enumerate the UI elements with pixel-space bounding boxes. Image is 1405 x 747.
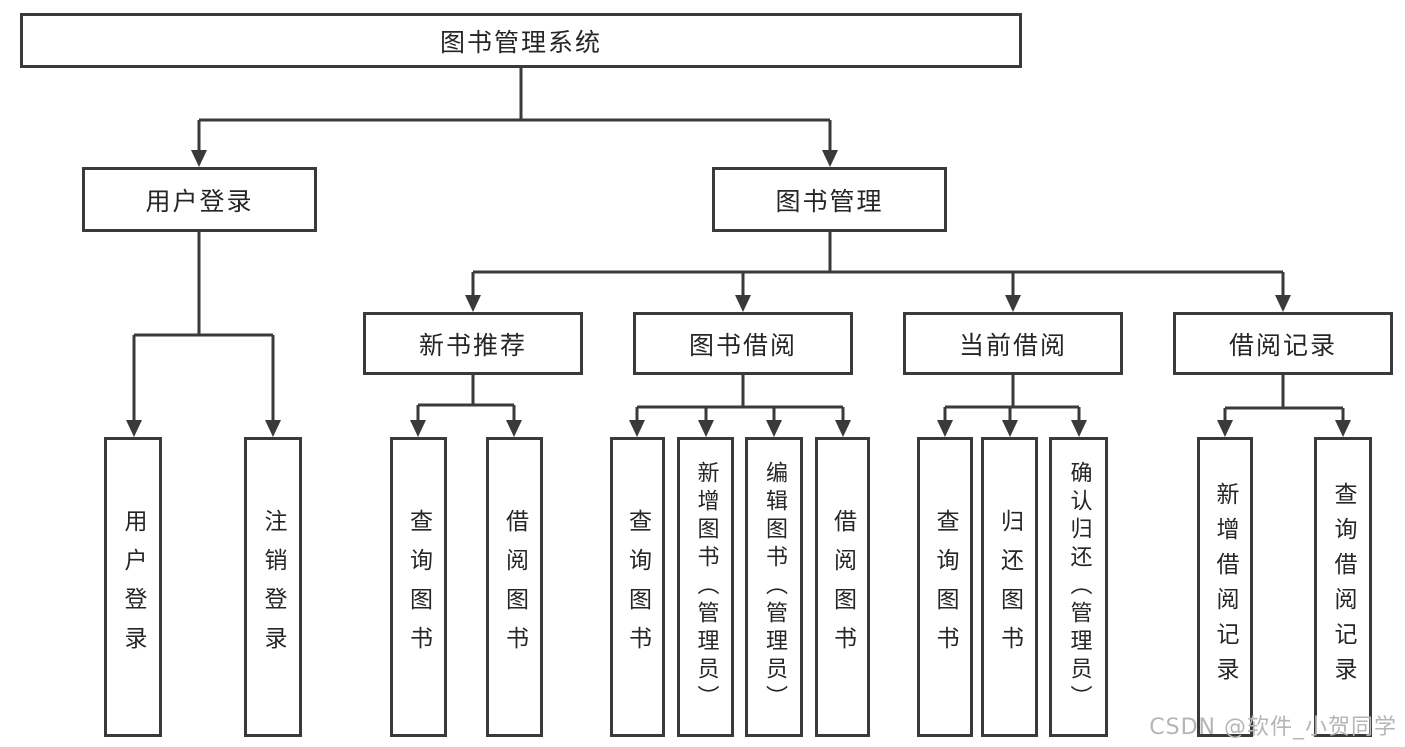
leaf-current-query-books: 查询图书 bbox=[917, 437, 973, 737]
leaf-recommend-borrow-books: 借阅图书 bbox=[486, 437, 543, 737]
leaf-borrow-edit-books-admin: 编辑图书（管理员） bbox=[745, 437, 803, 737]
node-book-borrow: 图书借阅 bbox=[633, 312, 853, 375]
node-new-book-recommend: 新书推荐 bbox=[363, 312, 583, 375]
node-root: 图书管理系统 bbox=[20, 13, 1022, 68]
node-book-management-label: 图书管理 bbox=[775, 186, 884, 216]
leaf-current-confirm-return-admin: 确认归还（管理员） bbox=[1049, 437, 1108, 737]
node-new-book-recommend-label: 新书推荐 bbox=[418, 330, 527, 360]
node-borrow-records: 借阅记录 bbox=[1173, 312, 1393, 375]
leaf-logout: 注销登录 bbox=[244, 437, 302, 737]
node-book-borrow-label: 图书借阅 bbox=[688, 330, 797, 360]
node-user-login-label: 用户登录 bbox=[145, 186, 254, 216]
leaf-current-return-books: 归还图书 bbox=[981, 437, 1038, 737]
leaf-recommend-query-books: 查询图书 bbox=[390, 437, 447, 737]
node-book-management: 图书管理 bbox=[712, 167, 947, 232]
node-borrow-records-label: 借阅记录 bbox=[1228, 330, 1337, 360]
leaf-records-add-borrow-record: 新增借阅记录 bbox=[1197, 437, 1253, 737]
node-user-login: 用户登录 bbox=[82, 167, 317, 232]
leaf-borrow-query-books: 查询图书 bbox=[610, 437, 665, 737]
leaf-borrow-borrow-books: 借阅图书 bbox=[815, 437, 870, 737]
leaf-records-query-borrow-record: 查询借阅记录 bbox=[1314, 437, 1372, 737]
node-root-label: 图书管理系统 bbox=[439, 27, 602, 57]
leaf-user-login: 用户登录 bbox=[104, 437, 162, 737]
node-current-borrow: 当前借阅 bbox=[903, 312, 1123, 375]
node-current-borrow-label: 当前借阅 bbox=[958, 330, 1067, 360]
leaf-borrow-add-books-admin: 新增图书（管理员） bbox=[677, 437, 734, 737]
